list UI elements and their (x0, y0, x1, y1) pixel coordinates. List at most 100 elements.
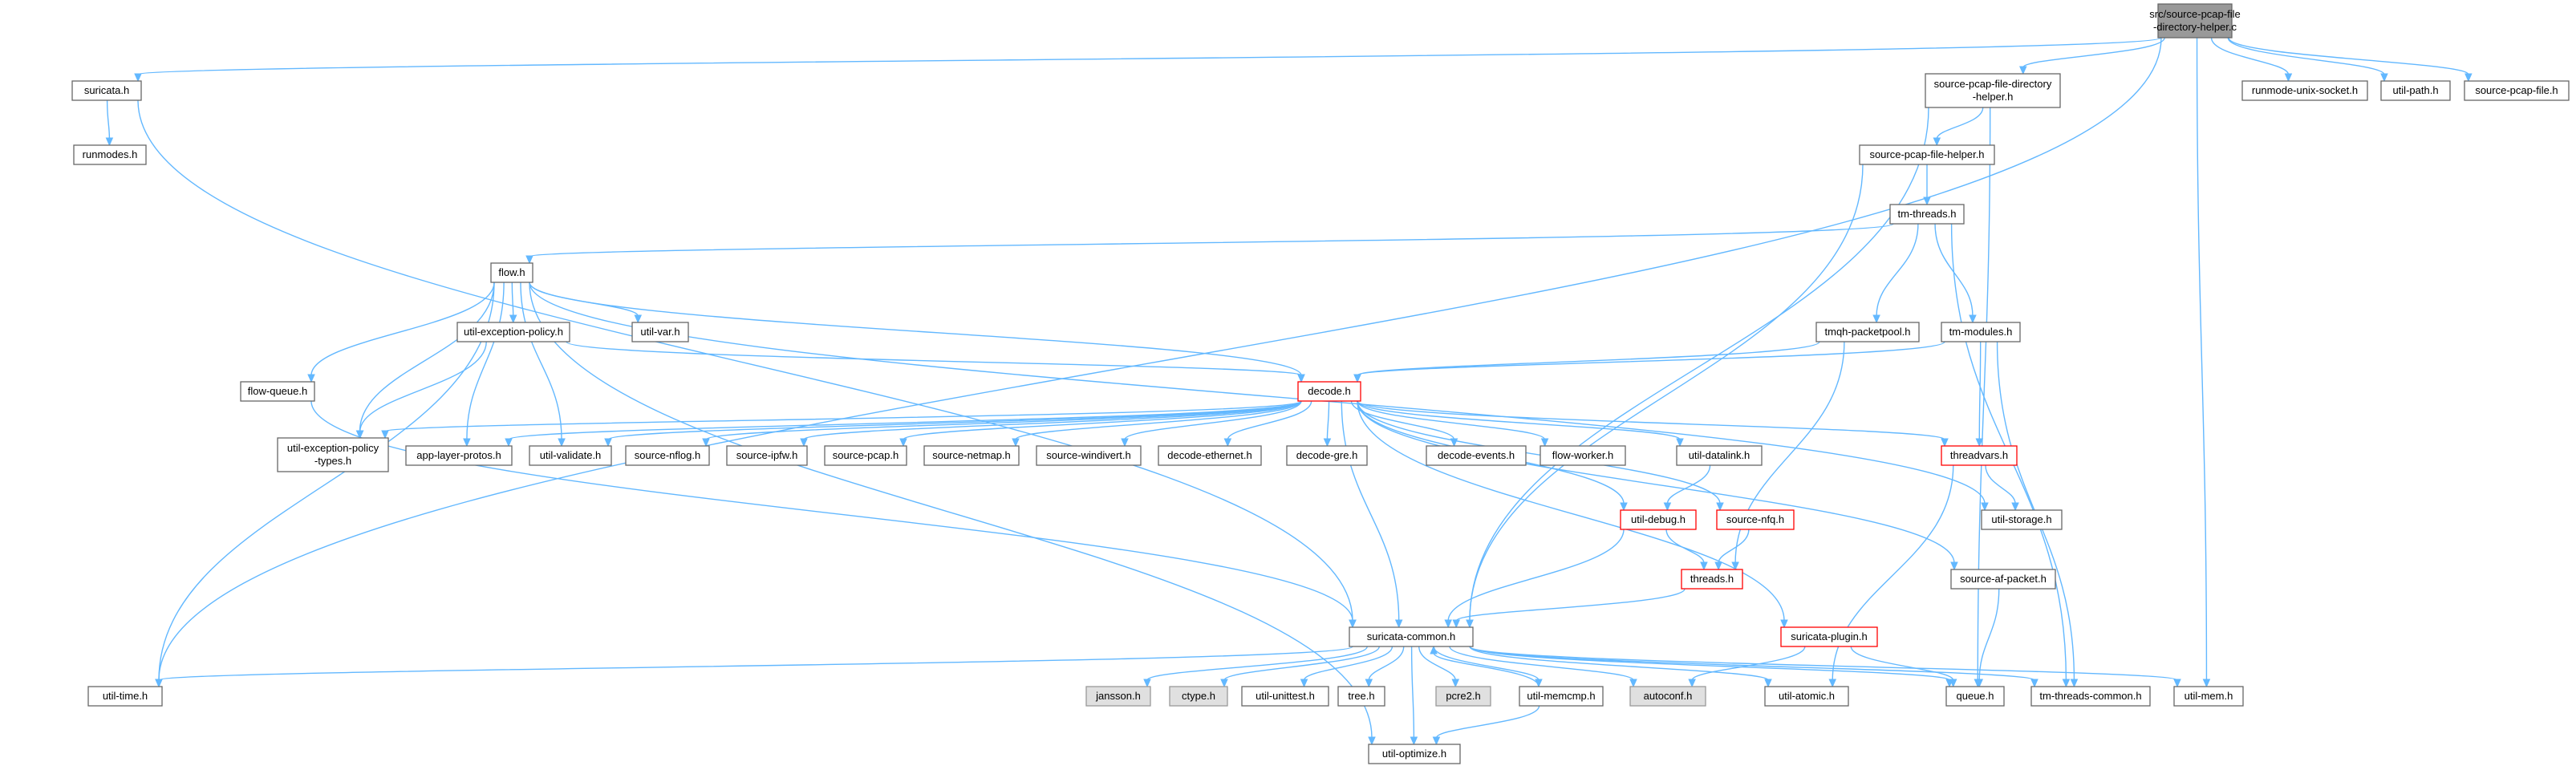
node-flow-h[interactable]: flow.h (490, 262, 533, 283)
node-label: autoconf.h (1644, 690, 1693, 702)
node-box (456, 322, 570, 342)
node-pcap-file[interactable]: source-pcap-file.h (2464, 80, 2570, 101)
node-box (1540, 445, 1626, 466)
node-flow-worker[interactable]: flow-worker.h (1540, 445, 1626, 466)
node-threads-h[interactable]: threads.h (1681, 569, 1743, 590)
node-box (1941, 445, 2018, 466)
node-threadvars[interactable]: threadvars.h (1941, 445, 2018, 466)
edge-decode-h-to-sur-common (1341, 400, 1400, 622)
edge-helper-h-to-sur-common (1469, 107, 1929, 622)
node-tree-h[interactable]: tree.h (1337, 686, 1385, 707)
node-dec-gre[interactable]: decode-gre.h (1286, 445, 1368, 466)
node-sur-common[interactable]: suricata-common.h (1349, 626, 1474, 647)
node-helper-h[interactable]: source-pcap-file-directory-helper.h (1925, 73, 2061, 108)
node-src-ipfw[interactable]: source-ipfw.h (726, 445, 808, 466)
node-util-optimize[interactable]: util-optimize.h (1368, 744, 1461, 764)
node-runmodes[interactable]: runmodes.h (73, 144, 147, 165)
node-util-atomic[interactable]: util-atomic.h (1764, 686, 1849, 707)
node-jansson: jansson.h (1085, 686, 1151, 707)
edge-flow-h-to-util-optimize (529, 282, 1373, 739)
node-unix-socket[interactable]: runmode-unix-socket.h (2241, 80, 2368, 101)
node-label: suricata-common.h (1367, 630, 1456, 642)
node-suricata-h[interactable]: suricata.h (71, 80, 142, 101)
node-file-helper[interactable]: source-pcap-file-helper.h (1859, 144, 1995, 165)
node-label: decode-gre.h (1296, 449, 1358, 461)
edge-helper-h-to-file-helper (1936, 107, 1984, 140)
node-box (1426, 445, 1527, 466)
arrowhead (1700, 561, 1708, 571)
node-tm-threads[interactable]: tm-threads.h (1889, 204, 1965, 225)
node-box (625, 445, 710, 466)
node-decode-h[interactable]: decode.h (1297, 381, 1361, 402)
edge-sur-common-to-tm-threads-common (1469, 646, 2035, 681)
node-sur-plugin[interactable]: suricata-plugin.h (1780, 626, 1878, 647)
node-src-nflog[interactable]: source-nflog.h (625, 445, 710, 466)
node-label: tm-threads.h (1898, 208, 1957, 220)
node-util-memcmp[interactable]: util-memcmp.h (1519, 686, 1604, 707)
edge-decode-h-to-dec-gre (1326, 400, 1330, 440)
node-label: -types.h (314, 455, 351, 467)
arrowhead (1223, 438, 1232, 448)
arrowhead (1714, 561, 1722, 571)
node-box (1945, 686, 2005, 707)
edge-file-helper-to-sur-common (1469, 164, 1864, 622)
node-label: tm-threads-common.h (2039, 690, 2141, 702)
node-box (1681, 569, 1743, 590)
node-box (1368, 744, 1461, 764)
node-util-mem[interactable]: util-mem.h (2173, 686, 2244, 707)
node-tmqh[interactable]: tmqh-packetpool.h (1815, 322, 1920, 342)
node-flow-queue[interactable]: flow-queue.h (240, 381, 315, 402)
node-app-layer[interactable]: app-layer-protos.h (405, 445, 513, 466)
node-util-unittest[interactable]: util-unittest.h (1241, 686, 1329, 707)
arrowhead (1466, 619, 1474, 629)
arrowhead (1121, 438, 1129, 448)
edge-src-nfq-to-threads-h (1718, 529, 1750, 564)
edge-decode-h-to-app-layer (508, 400, 1302, 440)
arrowhead (1950, 561, 1958, 571)
node-src-netmap[interactable]: source-netmap.h (923, 445, 1020, 466)
node-src-windivert[interactable]: source-windivert.h (1036, 445, 1142, 466)
node-pcre2: pcre2.h (1435, 686, 1491, 707)
node-exc-types[interactable]: util-exception-policy-types.h (277, 437, 389, 472)
node-src-nfq[interactable]: source-nfq.h (1716, 509, 1795, 530)
node-src-afpacket[interactable]: source-af-packet.h (1950, 569, 2056, 590)
arrowhead (2019, 66, 2027, 75)
node-exc-policy[interactable]: util-exception-policy.h (456, 322, 570, 342)
edge-sur-common-to-util-optimize (1410, 646, 1415, 739)
node-box (2464, 80, 2570, 101)
node-label: runmodes.h (83, 148, 138, 160)
node-label: decode-events.h (1438, 449, 1515, 461)
arrowhead (634, 314, 643, 324)
edge-decode-h-to-src-windivert (1124, 400, 1302, 440)
node-box (1241, 686, 1329, 707)
node-src-pcap[interactable]: source-pcap.h (824, 445, 907, 466)
edge-root-to-suricata-h (137, 37, 2162, 75)
arrowhead (381, 430, 389, 440)
edge-root-to-pcap-file (2228, 37, 2469, 75)
node-dec-events[interactable]: decode-events.h (1426, 445, 1527, 466)
node-box (87, 686, 163, 707)
node-box (1286, 445, 1368, 466)
edge-root-to-helper-h (2022, 37, 2165, 68)
node-util-datalink[interactable]: util-datalink.h (1676, 445, 1763, 466)
node-label: source-ipfw.h (736, 449, 798, 461)
node-dec-eth[interactable]: decode-ethernet.h (1158, 445, 1262, 466)
node-util-validate[interactable]: util-validate.h (529, 445, 612, 466)
node-box (1297, 381, 1361, 402)
node-util-var[interactable]: util-var.h (631, 322, 689, 342)
node-tm-threads-common[interactable]: tm-threads-common.h (2030, 686, 2151, 707)
node-queue-h[interactable]: queue.h (1945, 686, 2005, 707)
node-box (1780, 626, 1878, 647)
arrowhead (1452, 619, 1461, 629)
node-tm-modules[interactable]: tm-modules.h (1941, 322, 2021, 342)
arrowhead (1432, 736, 1441, 746)
edge-sur-common-to-util-mem (1469, 646, 2178, 681)
node-label: -directory-helper.c (2153, 21, 2237, 33)
node-util-time[interactable]: util-time.h (87, 686, 163, 707)
node-label: runmode-unix-socket.h (2252, 84, 2358, 96)
arrowhead (1828, 679, 1837, 688)
node-util-path[interactable]: util-path.h (2380, 80, 2451, 101)
node-util-storage[interactable]: util-storage.h (1981, 509, 2063, 530)
node-util-debug[interactable]: util-debug.h (1620, 509, 1697, 530)
node-box (1889, 204, 1965, 225)
